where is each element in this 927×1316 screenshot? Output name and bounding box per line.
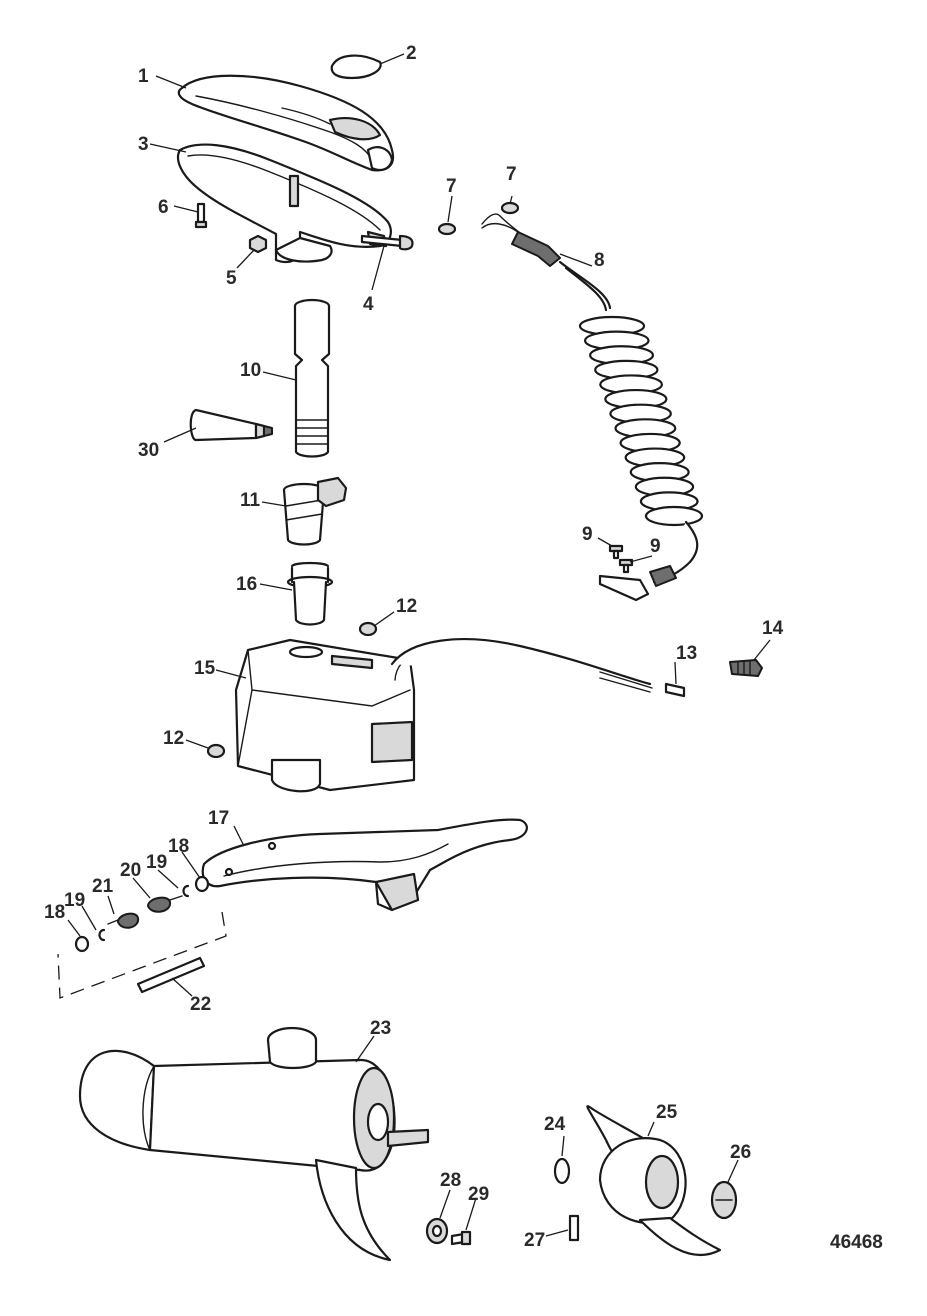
leader-lines — [67, 53, 771, 1237]
part-7-cap-left — [437, 222, 457, 236]
part-3-base-housing — [176, 143, 392, 264]
part-29-screw — [450, 1230, 472, 1246]
part-23-motor — [78, 1026, 430, 1262]
part-21-spring — [107, 912, 140, 929]
part-12-nut-top — [358, 621, 378, 637]
callout-20: 20 — [120, 860, 141, 881]
part-27-drive-pin — [568, 1214, 580, 1242]
callout-8: 8 — [594, 250, 605, 271]
part-18-washer-right — [194, 875, 210, 893]
part-9-screw-right — [618, 558, 634, 574]
diagram-reference-number: 46468 — [830, 1232, 883, 1253]
callout-27: 27 — [524, 1230, 545, 1251]
callout-19-right: 19 — [146, 852, 167, 873]
callout-16: 16 — [236, 574, 257, 595]
part-14-strain-relief — [729, 659, 763, 677]
callout-7-right: 7 — [506, 164, 517, 185]
callout-12-bottom: 12 — [163, 728, 184, 749]
part-17-bracket — [201, 818, 528, 912]
part-2-decal — [330, 54, 382, 80]
callout-6: 6 — [158, 197, 169, 218]
part-25-propeller — [586, 1105, 722, 1256]
callout-14: 14 — [762, 618, 784, 639]
callout-18-left: 18 — [44, 902, 65, 923]
callout-12-top: 12 — [396, 596, 417, 617]
callout-23: 23 — [370, 1018, 391, 1039]
callout-4: 4 — [363, 294, 374, 315]
part-28-seal — [425, 1217, 449, 1245]
callout-15: 15 — [194, 658, 216, 679]
callout-30: 30 — [138, 440, 159, 461]
callout-19-left: 19 — [64, 890, 85, 911]
callout-29: 29 — [468, 1184, 489, 1205]
part-5-nut — [248, 234, 268, 254]
part-19-clip-left — [98, 928, 106, 942]
part-6-screw — [194, 202, 208, 229]
callout-21: 21 — [92, 876, 114, 897]
cable-coil-loop — [644, 505, 704, 527]
part-22-pin — [136, 956, 206, 994]
callout-11: 11 — [240, 490, 261, 511]
part-19-clip-right — [182, 884, 190, 898]
cable-coils — [578, 315, 704, 527]
callout-9-right: 9 — [650, 536, 661, 557]
callout-28: 28 — [440, 1170, 461, 1191]
callout-5: 5 — [226, 268, 237, 289]
callout-22: 22 — [190, 994, 211, 1015]
callout-3: 3 — [138, 134, 149, 155]
callout-25: 25 — [656, 1102, 678, 1123]
part-12-nut-bottom — [206, 743, 226, 759]
part-9-screw-left — [608, 544, 624, 560]
callout-18-right: 18 — [168, 836, 189, 857]
callout-26: 26 — [730, 1142, 751, 1163]
part-15-control-box — [234, 638, 421, 793]
part-8-coiled-cable — [481, 213, 704, 602]
callout-24: 24 — [544, 1114, 566, 1135]
callout-17: 17 — [208, 808, 229, 829]
part-10-shaft — [293, 298, 331, 458]
part-30-grease-tube — [189, 408, 273, 442]
part-1-top-cover — [177, 74, 395, 172]
part-18-washer-left — [74, 935, 90, 953]
callout-9-left: 9 — [582, 524, 593, 545]
part-24-washer — [553, 1157, 571, 1185]
part-13-connector — [664, 682, 686, 698]
callout-10: 10 — [240, 360, 261, 381]
callout-2: 2 — [406, 43, 417, 64]
callout-13: 13 — [676, 643, 697, 664]
part-15-lead-wire — [390, 638, 653, 693]
part-16-bushing — [286, 561, 334, 626]
part-20-spring — [147, 895, 183, 913]
callout-labels: 1 2 3 4 5 6 7 7 8 9 9 10 11 12 12 13 14 … — [44, 43, 784, 1251]
pivot-kit-bracket — [57, 911, 227, 999]
part-7-cap-right — [500, 201, 520, 215]
part-4-long-screw — [360, 234, 414, 251]
callout-1: 1 — [138, 66, 149, 87]
part-11-collar — [282, 476, 348, 546]
callout-7-left: 7 — [446, 176, 457, 197]
part-26-prop-nut — [710, 1180, 738, 1220]
